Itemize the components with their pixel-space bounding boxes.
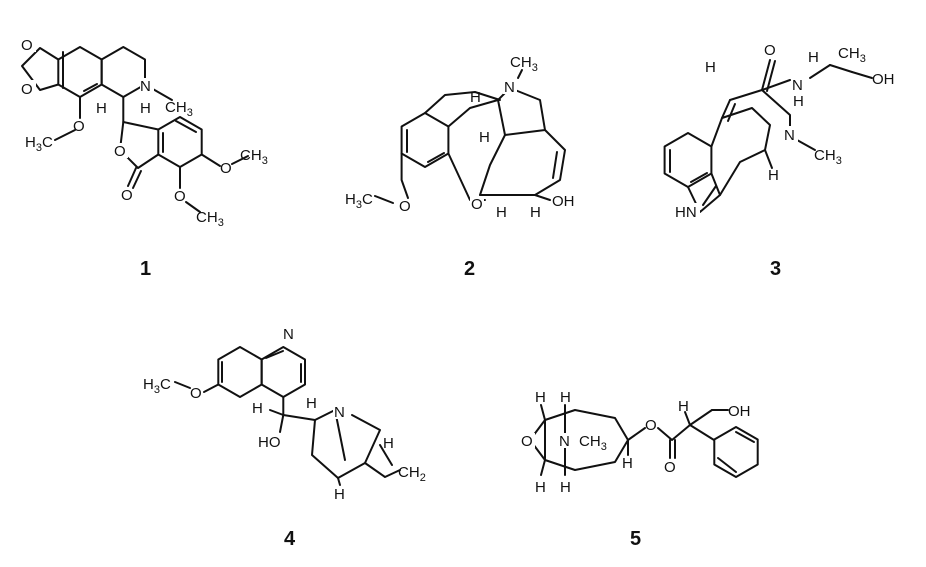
atom-label: O	[174, 188, 186, 205]
atom-label: CH3	[838, 45, 866, 65]
atom-label: O	[521, 433, 533, 450]
atom-label: CH3	[814, 147, 842, 167]
atom-label: H	[678, 398, 689, 415]
indole-benzene-ring	[663, 132, 713, 188]
atom-label: O	[764, 42, 776, 59]
atom-label: H	[140, 100, 151, 117]
atom-label: O	[190, 385, 202, 402]
atom-label: H	[535, 389, 546, 406]
atom-label: N	[784, 127, 795, 144]
atom-label: OH	[552, 193, 575, 210]
atom-label: N	[559, 433, 570, 450]
compound-number-1: 1	[140, 258, 151, 280]
compound-3-structure: O H H CH3 N H OH N CH3 H HN 3	[663, 42, 895, 280]
atom-label: H	[535, 479, 546, 496]
atom-label: H	[560, 479, 571, 496]
atom-label: O	[645, 417, 657, 434]
atom-label: N	[283, 326, 294, 343]
atom-label: H	[334, 486, 345, 503]
atom-label: N	[140, 78, 151, 95]
compound-number-3: 3	[770, 258, 781, 280]
compound-number-4: 4	[284, 528, 296, 550]
atom-label: H	[808, 49, 819, 66]
atom-label: H	[560, 389, 571, 406]
compound-number-5: 5	[630, 528, 641, 550]
atom-label: N	[334, 404, 345, 421]
lactone-benzene-ring	[157, 116, 203, 168]
atom-label: CH3	[165, 99, 193, 119]
atom-label: OH	[728, 403, 751, 420]
atom-label: CH3	[196, 209, 224, 229]
atom-label: H	[383, 435, 394, 452]
atom-label: O	[399, 198, 411, 215]
atom-label: O	[471, 196, 483, 213]
atom-label: O	[114, 143, 126, 160]
atom-label: CH3	[579, 433, 607, 453]
quinoline-benzene-ring	[217, 346, 263, 398]
atom-label: CH3	[510, 54, 538, 74]
atom-label: O	[21, 81, 33, 98]
atom-label: O	[73, 118, 85, 135]
quinoline-pyridine-ring	[260, 346, 306, 398]
compound-5-structure: H H O N CH3 O H O H OH H H 5	[521, 389, 759, 550]
compound-number-2: 2	[464, 258, 475, 280]
atom-label: H	[530, 204, 541, 221]
phenyl-ring	[713, 426, 759, 478]
atom-label: O	[121, 187, 133, 204]
atom-label: CH3	[240, 147, 268, 167]
atom-label: HO	[258, 434, 281, 451]
atom-label: H3C	[25, 134, 53, 154]
aromatic-ring	[400, 112, 450, 168]
atom-label: OH	[872, 71, 895, 88]
benzodioxole-ring	[57, 46, 103, 98]
atom-label: H	[705, 59, 716, 76]
atom-label: H	[793, 93, 804, 110]
atom-label: N	[504, 79, 515, 96]
compound-4-structure: N H3C O H H N HO H CH2 H 4	[143, 326, 426, 550]
atom-label: H	[252, 400, 263, 417]
atom-label: H3C	[143, 376, 171, 396]
atom-label: O	[664, 459, 676, 476]
isoquinoline-ring	[100, 46, 146, 98]
atom-label: H	[96, 100, 107, 117]
atom-label: H	[496, 204, 507, 221]
atom-label: H	[470, 89, 481, 106]
compound-2-structure: CH3 N H H H3C O O H H OH 2	[345, 54, 575, 280]
atom-label: O	[220, 160, 232, 177]
atom-label: H	[306, 395, 317, 412]
atom-label: H	[622, 455, 633, 472]
atom-label: N	[792, 77, 803, 94]
atom-label: HN	[675, 204, 697, 221]
atom-label: CH2	[398, 464, 426, 484]
atom-label: H3C	[345, 191, 373, 211]
atom-label: H	[768, 167, 779, 184]
atom-label: H	[479, 129, 490, 146]
compound-1-structure: O O N CH3 H H H3C O O O O CH3 O CH3 1	[20, 36, 268, 280]
atom-label: O	[21, 37, 33, 54]
